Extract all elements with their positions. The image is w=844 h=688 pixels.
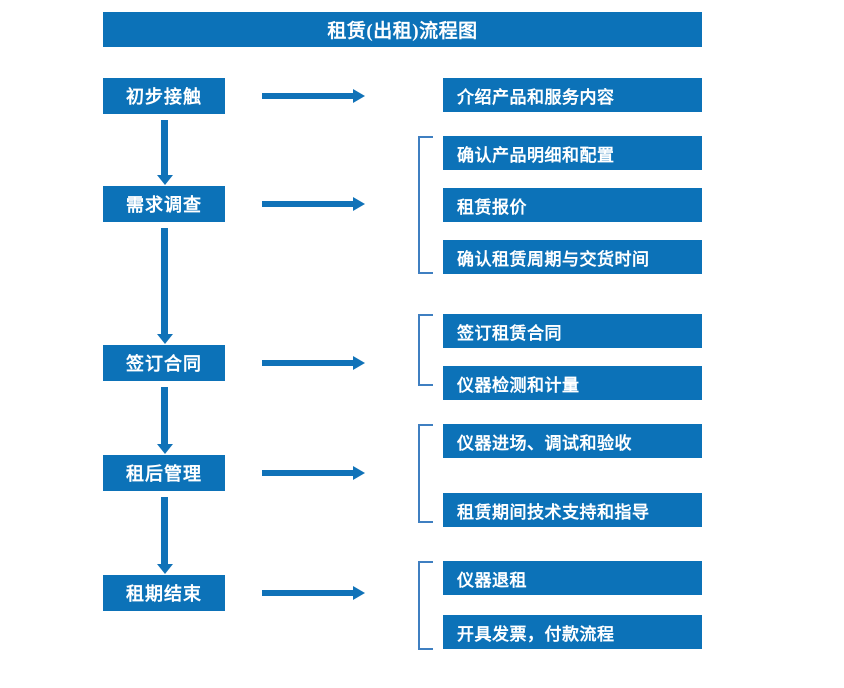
vertical-arrow-1-to-2 — [161, 120, 168, 176]
detail-box-g5-2[interactable]: 开具发票，付款流程 — [443, 615, 702, 649]
horizontal-arrow-4 — [262, 470, 354, 476]
vertical-arrow-4-to-5 — [161, 497, 168, 565]
detail-box-g2-1[interactable]: 确认产品明细和配置 — [443, 136, 702, 170]
detail-box-g3-1[interactable]: 签订租赁合同 — [443, 314, 702, 348]
horizontal-arrow-1 — [262, 93, 354, 99]
vertical-arrow-2-to-3 — [161, 228, 168, 335]
stage-box-4[interactable]: 租后管理 — [103, 455, 225, 491]
group-bracket-5 — [418, 561, 433, 650]
stage-box-3[interactable]: 签订合同 — [103, 345, 225, 381]
horizontal-arrow-2 — [262, 201, 354, 207]
detail-box-g2-3[interactable]: 确认租赁周期与交货时间 — [443, 240, 702, 274]
stage-box-1[interactable]: 初步接触 — [103, 78, 225, 114]
detail-box-g2-2[interactable]: 租赁报价 — [443, 188, 702, 222]
stage-box-5[interactable]: 租期结束 — [103, 575, 225, 611]
detail-box-g3-2[interactable]: 仪器检测和计量 — [443, 366, 702, 400]
detail-box-g4-2[interactable]: 租赁期间技术支持和指导 — [443, 493, 702, 527]
group-bracket-2 — [418, 136, 433, 274]
stage-box-2[interactable]: 需求调查 — [103, 186, 225, 222]
flowchart-title: 租赁(出租)流程图 — [103, 12, 702, 47]
detail-box-g1-1[interactable]: 介绍产品和服务内容 — [443, 78, 702, 112]
group-bracket-3 — [418, 314, 433, 386]
group-bracket-4 — [418, 424, 433, 523]
horizontal-arrow-3 — [262, 360, 354, 366]
vertical-arrow-3-to-4 — [161, 387, 168, 445]
horizontal-arrow-5 — [262, 590, 354, 596]
detail-box-g5-1[interactable]: 仪器退租 — [443, 561, 702, 595]
detail-box-g4-1[interactable]: 仪器进场、调试和验收 — [443, 424, 702, 458]
